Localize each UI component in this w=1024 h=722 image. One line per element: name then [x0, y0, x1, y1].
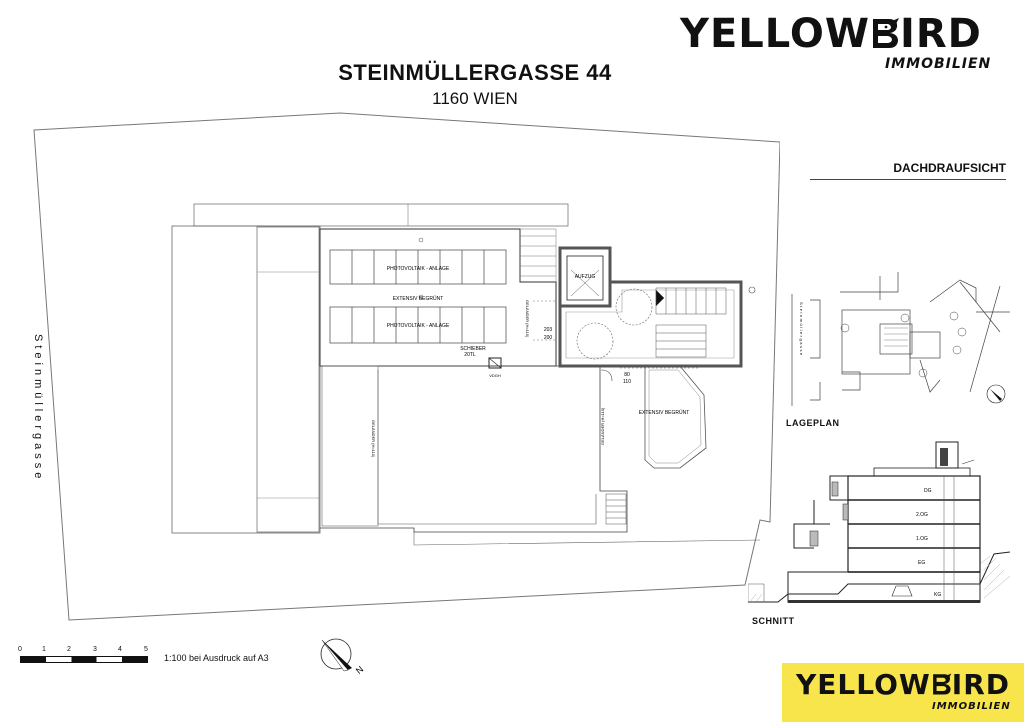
lift-shaft: [566, 255, 604, 301]
schieber-sub-label: 20TL: [464, 352, 476, 358]
dim-110: 110: [623, 379, 631, 385]
neighbour-inner: [256, 226, 320, 533]
floor-label-eg: EG: [918, 560, 925, 566]
bird-icon-small: [931, 671, 952, 697]
schnitt-title: SCHNITT: [752, 616, 795, 626]
railing-label-1: GELÄNDER (H=110): [371, 420, 376, 458]
floor-label-dg: DG: [924, 488, 932, 494]
roof-hatch: [488, 357, 502, 369]
project-address: STEINMÜLLERGASSE 44: [338, 60, 612, 85]
stair-steps: [520, 228, 557, 282]
stair-core-outer: [558, 280, 743, 368]
scale-tick-1: 1: [42, 646, 46, 653]
green-label-right: EXTENSIV BEGRÜNT: [639, 409, 690, 416]
green-label-middle: EXTENSIV BEGRÜNT: [393, 295, 444, 302]
site-plan: Steinmüllergasse: [791, 272, 1010, 406]
svg-text:VDGH: VDGH: [489, 373, 501, 378]
terrace-outline: [320, 365, 628, 533]
railing-label-3: GELÄNDER (H=110): [525, 300, 530, 338]
floor-label-kg: KG: [934, 592, 941, 598]
north-arrow-small: [986, 384, 1006, 404]
scale-tick-2: 2: [67, 646, 71, 653]
pv-array-lower: [329, 306, 507, 344]
scale-tick-3: 3: [93, 646, 97, 653]
terrace-stair: [605, 493, 627, 525]
green-roof-right: [644, 365, 707, 469]
scale-tick-0: 0: [18, 646, 22, 653]
schieber-label: SCHIEBER: [460, 346, 486, 352]
top-strip: [193, 203, 569, 227]
project-city: 1160 WIEN: [432, 89, 518, 108]
bird-icon: [870, 15, 900, 51]
pv-array-upper: [329, 249, 507, 285]
pv-label-upper: PHOTOVOLTAIK - ANLAGE: [387, 266, 450, 272]
floor-label-2og: 2.OG: [916, 512, 928, 518]
dim-200: 200: [544, 335, 553, 341]
lageplan-title: LAGEPLAN: [786, 418, 840, 428]
pv-label-lower: PHOTOVOLTAIK - ANLAGE: [387, 323, 450, 329]
dim-80: 80: [624, 372, 630, 378]
section-drawing: DG 2.OG 1.OG EG KG: [748, 441, 1010, 603]
brand-subtitle-bottom: IMMOBILIEN: [932, 701, 1011, 712]
scale-tick-5: 5: [144, 646, 148, 653]
dim-203: 203: [544, 327, 553, 333]
stair-core-inner: [565, 289, 735, 359]
north-arrow-icon: N: [320, 638, 365, 676]
floor-label-1og: 1.OG: [916, 536, 928, 542]
svg-text:Steinmüllergasse: Steinmüllergasse: [799, 302, 804, 357]
lift-label: AUFZUG: [575, 274, 596, 280]
north-letter: N: [354, 664, 365, 676]
roof-plan: PHOTOVOLTAIK - ANLAGE EXTENSIV BEGRÜNT P…: [33, 112, 780, 621]
scale-text: 1:100 bei Ausdruck auf A3: [164, 653, 269, 663]
scale-bar: 0 1 2 3 4 5: [18, 646, 160, 670]
view-title-rule: [810, 179, 1006, 180]
brand-subtitle: IMMOBILIEN: [885, 56, 992, 72]
plot-boundary: [33, 112, 780, 621]
railing-label-2: GELÄNDER (H=110): [600, 407, 605, 445]
staircase-flight: [655, 287, 727, 358]
view-title: DACHDRAUFSICHT: [893, 161, 1006, 175]
scale-tick-4: 4: [118, 646, 122, 653]
terrace-inner: [377, 370, 597, 525]
